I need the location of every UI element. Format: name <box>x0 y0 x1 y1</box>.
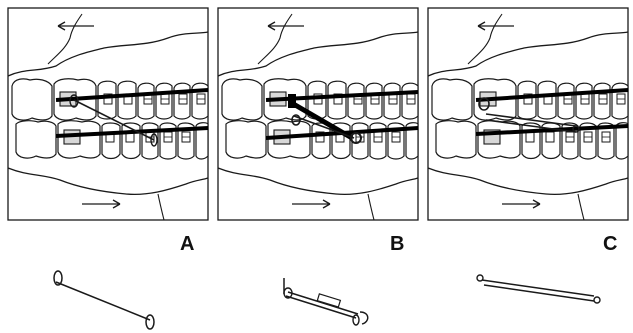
appliance-c-drawing <box>477 275 600 303</box>
appliance-a-drawing <box>54 271 154 329</box>
dental-arch-diagram <box>428 8 628 220</box>
panel-a <box>8 8 208 220</box>
dental-arch-diagram <box>218 8 418 220</box>
panel-label-c: C <box>603 233 617 255</box>
dental-arch-diagram <box>8 8 208 220</box>
panel-b <box>218 8 418 220</box>
panel-label-b: B <box>390 233 404 255</box>
appliance-b-drawing <box>284 278 368 325</box>
panel-c <box>428 8 628 220</box>
panel-label-a: A <box>180 233 194 255</box>
